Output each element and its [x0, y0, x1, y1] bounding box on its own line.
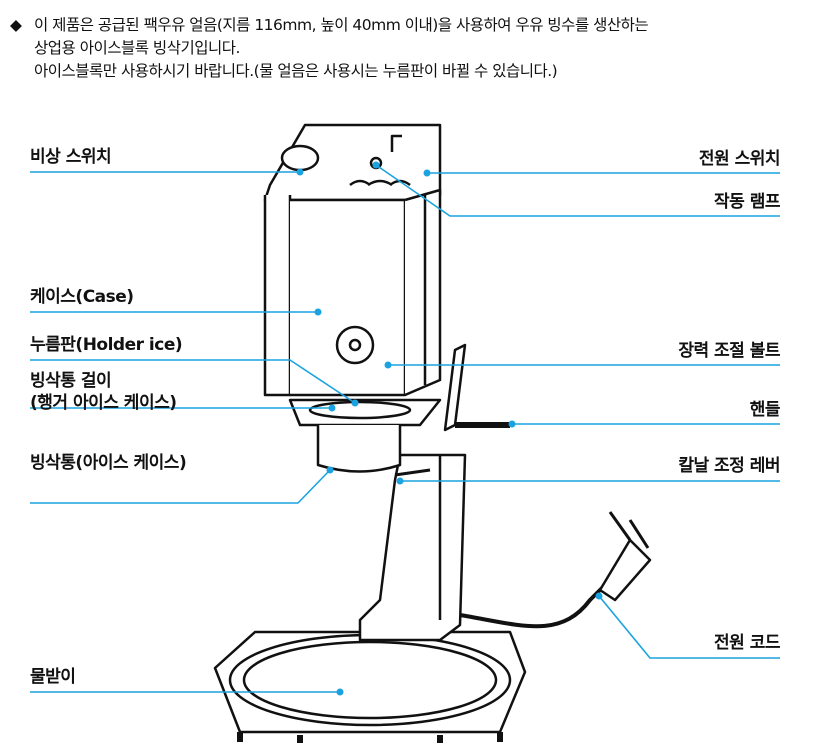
label-tension-bolt: 장력 조절 볼트 [678, 341, 780, 361]
intro-line-1: 이 제품은 공급된 팩우유 얼음(지름 116mm, 높이 40mm 이내)을 … [34, 16, 649, 34]
label-handle: 핸들 [749, 400, 781, 420]
label-operation-lamp: 작동 램프 [714, 192, 780, 212]
label-case: 케이스(Case) [30, 287, 134, 307]
label-hanger-line-1: 빙삭통 걸이 [30, 371, 112, 391]
stand-drawing [358, 453, 467, 642]
intro-text: ◆ 이 제품은 공급된 팩우유 얼음(지름 116mm, 높이 40mm 이내)… [10, 14, 649, 83]
intro-line-3: 아이스블록만 사용하시기 바랍니다.(물 얼음은 사용시는 누름판이 바뀔 수 … [34, 62, 558, 80]
label-hanger-line-2: (행거 아이스 케이스) [30, 393, 177, 413]
label-holder-ice: 누름판(Holder ice) [30, 335, 183, 355]
power-cord-drawing [459, 583, 607, 629]
label-ice-case: 빙삭통(아이스 케이스) [30, 453, 187, 473]
intro-line-2: 상업용 아이스블록 빙삭기입니다. [34, 39, 240, 57]
label-power-cord: 전원 코드 [714, 633, 780, 653]
diamond-bullet-icon: ◆ [10, 16, 22, 34]
label-blade-lever: 칼날 조정 레버 [678, 456, 780, 476]
drip-tray-drawing [213, 630, 527, 743]
leader-dots [296, 161, 603, 696]
label-emergency-switch: 비상 스위치 [30, 147, 112, 167]
case-drawing [263, 123, 442, 397]
leader-lines [30, 164, 780, 693]
label-drip-tray: 물받이 [30, 667, 76, 687]
label-power-switch: 전원 스위치 [698, 149, 781, 169]
